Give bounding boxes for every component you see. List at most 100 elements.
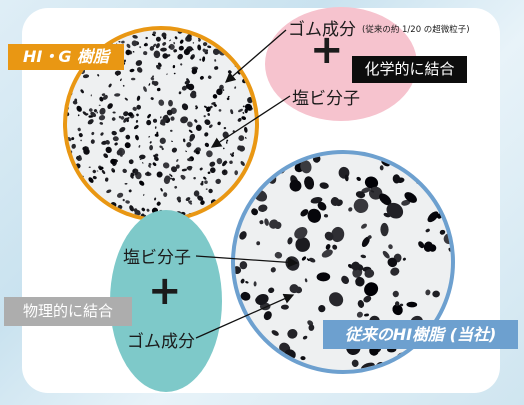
texture-particle [175,164,180,169]
texture-particle [150,77,155,81]
texture-particle [307,208,322,223]
texture-particle [223,170,226,173]
texture-particle [324,231,334,241]
texture-particle [271,330,279,336]
texture-particle [100,132,104,136]
texture-particle [241,116,247,120]
texture-particle [440,174,445,177]
texture-particle [185,150,187,153]
texture-particle [153,50,161,59]
texture-particle [202,56,206,62]
texture-particle [110,202,117,207]
texture-particle [90,94,92,97]
texture-particle [270,267,276,273]
texture-particle [212,215,215,218]
texture-particle [82,74,90,79]
texture-particle [351,359,359,367]
arrow-pvc-top [210,95,291,148]
texture-particle [330,197,340,206]
texture-particle [441,304,450,315]
texture-particle [202,42,208,47]
texture-particle [255,155,267,167]
texture-particle [176,159,179,162]
texture-particle [91,196,94,200]
texture-particle [86,113,89,116]
texture-particle [181,168,187,172]
texture-particle [247,59,253,67]
texture-particle [423,241,433,252]
texture-particle [242,174,246,179]
texture-particle [189,133,196,140]
texture-particle [152,162,157,167]
texture-particle [234,86,237,89]
texture-particle [122,84,125,87]
texture-particle [75,163,81,169]
texture-particle [178,45,184,51]
texture-particle [239,231,247,240]
texture-particle [99,107,106,115]
texture-particle [77,114,80,117]
texture-particle [197,44,202,51]
texture-particle [101,169,106,175]
texture-particle [97,37,102,42]
texture-particle [174,185,178,189]
texture-particle [226,97,230,101]
physical-bond-badge: 物理的に結合 [4,297,132,326]
texture-particle [114,70,121,76]
texture-particle [245,136,247,139]
texture-particle [238,108,243,113]
texture-particle [357,300,365,308]
texture-particle [146,171,150,176]
texture-particle [312,155,321,163]
texture-particle [234,64,238,67]
texture-particle [227,33,230,35]
texture-particle [230,109,234,115]
texture-particle [162,42,167,46]
texture-particle [233,200,237,204]
texture-particle [211,102,216,105]
texture-particle [170,177,172,180]
texture-particle [136,67,143,73]
texture-particle [310,197,323,204]
texture-particle [143,43,147,47]
texture-particle [118,30,120,33]
texture-particle [148,83,151,86]
texture-particle [149,46,155,51]
texture-particle [68,37,73,42]
texture-particle [193,176,196,180]
texture-particle [139,46,142,49]
texture-particle [139,158,142,161]
texture-particle [234,185,240,190]
texture-particle [191,30,196,34]
texture-particle [155,36,161,42]
texture-particle [254,189,268,202]
texture-particle [151,75,154,79]
texture-particle [196,126,199,129]
texture-particle [226,44,230,49]
texture-particle [240,291,251,301]
texture-particle [114,93,121,97]
texture-particle [319,182,329,189]
texture-particle [146,208,150,212]
texture-particle [199,58,202,61]
texture-particle [125,49,131,56]
texture-particle [203,115,206,118]
texture-particle [142,162,144,164]
texture-particle [160,188,163,192]
texture-particle [382,250,390,259]
texture-particle [187,158,192,162]
texture-particle [341,275,350,285]
texture-particle [205,188,208,190]
texture-particle [163,192,168,197]
texture-particle [139,154,146,160]
texture-particle [351,261,360,271]
texture-particle [168,45,171,49]
texture-particle [425,228,430,233]
texture-particle [182,138,186,143]
texture-particle [156,131,159,136]
texture-particle [174,36,178,40]
texture-particle [317,201,327,211]
texture-particle [74,98,78,103]
texture-particle [246,172,249,175]
texture-particle [205,30,210,35]
